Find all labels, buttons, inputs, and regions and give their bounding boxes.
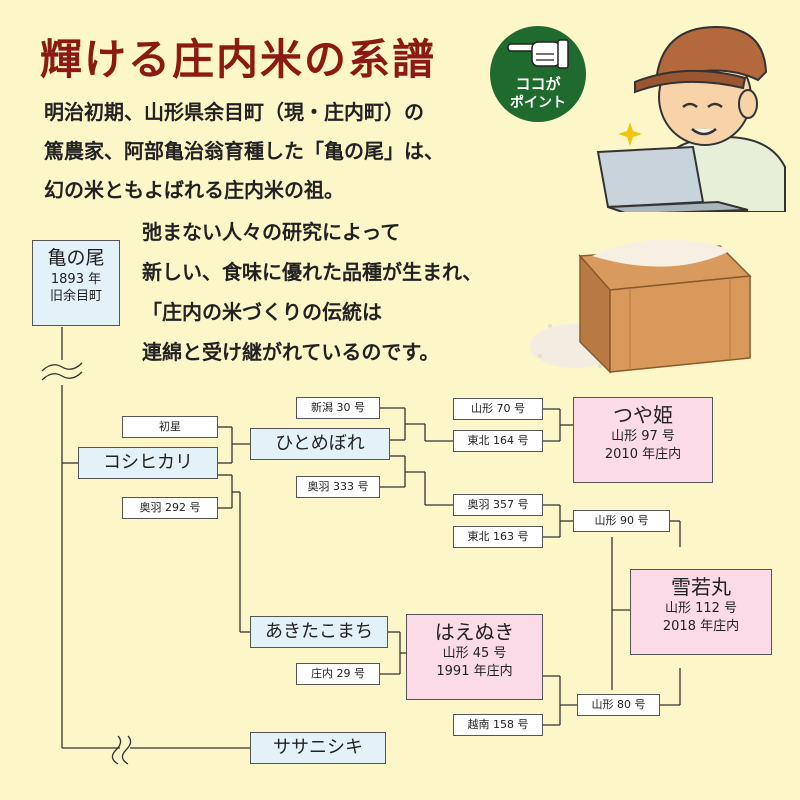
point-badge: ココが ポイント <box>490 26 586 122</box>
node-ouu333: 奥羽 333 号 <box>296 476 380 498</box>
node-haenuki-year: 1991 年庄内 <box>436 664 513 679</box>
node-tsuyahime-name: つや姫 <box>613 403 673 427</box>
paragraph-line-3: 「庄内の米づくりの伝統は <box>142 300 382 324</box>
node-kamenoo-year: 1893 年 <box>50 272 102 287</box>
intro-line-1: 明治初期、山形県余目町（現・庄内町）の <box>44 100 424 124</box>
node-akitakomachi: あきたこまち <box>250 616 388 648</box>
node-ouu357: 奥羽 357 号 <box>453 494 543 516</box>
node-hitomebore: ひとめぼれ <box>250 428 390 460</box>
farmer-with-laptop-illustration <box>596 25 786 212</box>
node-haenuki-code: 山形 45 号 <box>442 646 507 661</box>
intro-line-2: 篤農家、阿部亀治翁育種した「亀の尾」は、 <box>44 139 444 163</box>
node-haenuki: はえぬき 山形 45 号 1991 年庄内 <box>406 614 543 700</box>
node-yamagata70: 山形 70 号 <box>453 398 543 420</box>
node-kamenoo-place: 旧余目町 <box>49 289 102 304</box>
node-yamagata80: 山形 80 号 <box>577 694 660 716</box>
node-kamenoo: 亀の尾 1893 年 旧余目町 <box>32 240 120 326</box>
node-shonai29: 庄内 29 号 <box>296 663 380 685</box>
node-yukiwakamaru-name: 雪若丸 <box>671 575 731 599</box>
node-kamenoo-name: 亀の尾 <box>47 247 105 269</box>
rice-masu-illustration <box>530 239 752 374</box>
node-tohoku164: 東北 164 号 <box>453 430 543 452</box>
node-niigata30: 新潟 30 号 <box>296 397 380 419</box>
node-tsuyahime: つや姫 山形 97 号 2010 年庄内 <box>573 397 713 483</box>
node-yukiwakamaru-year: 2018 年庄内 <box>662 619 740 634</box>
node-koshihikari: コシヒカリ <box>78 447 218 479</box>
node-yukiwakamaru: 雪若丸 山形 112 号 2018 年庄内 <box>630 569 772 655</box>
page-title: 輝ける庄内米の系譜 <box>40 35 437 84</box>
pointing-hand-icon <box>507 39 569 69</box>
paragraph-line-1: 弛まない人々の研究によって <box>142 220 401 244</box>
paragraph-line-4: 連綿と受け継がれているのです。 <box>142 340 440 364</box>
node-ouu292: 奥羽 292 号 <box>122 497 218 519</box>
badge-line-1: ココが <box>515 75 561 93</box>
intro-line-3: 幻の米ともよばれる庄内米の祖。 <box>44 178 344 202</box>
node-tsuyahime-year: 2010 年庄内 <box>604 447 682 462</box>
node-hatsuboshi: 初星 <box>122 416 218 438</box>
node-sasanishiki: ササニシキ <box>250 732 386 764</box>
node-yukiwakamaru-code: 山形 112 号 <box>664 601 738 616</box>
node-etsunan158: 越南 158 号 <box>453 714 543 736</box>
node-yamagata90: 山形 90 号 <box>573 510 670 532</box>
paragraph-line-2: 新しい、食味に優れた品種が生まれ、 <box>142 260 483 284</box>
node-haenuki-name: はえぬき <box>434 620 515 644</box>
node-tohoku163: 東北 163 号 <box>453 526 543 548</box>
node-tsuyahime-code: 山形 97 号 <box>611 429 675 444</box>
badge-line-2: ポイント <box>510 95 566 111</box>
